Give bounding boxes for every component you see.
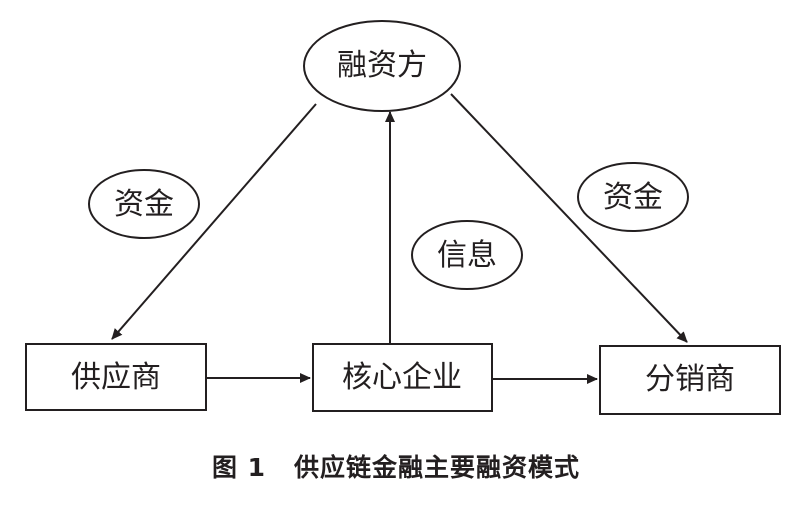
distributor-label: 分销商 [645, 362, 735, 397]
financier-label: 融资方 [337, 48, 427, 83]
core-enterprise-label: 核心企业 [342, 360, 462, 395]
supplier-node [25, 343, 207, 411]
core-enterprise-node [312, 343, 493, 412]
financier-node [303, 20, 461, 112]
figure-number: 图 1 [211, 453, 267, 482]
information-label: 信息 [437, 238, 497, 273]
information-label-oval [411, 220, 523, 290]
arrow-financier-to-supplier [111, 103, 317, 340]
funds-label-left-oval [88, 169, 200, 239]
distributor-node [599, 345, 781, 415]
supplier-label: 供应商 [71, 360, 161, 395]
funds-label-right: 资金 [603, 180, 663, 215]
funds-label-left: 资金 [114, 187, 174, 222]
figure-caption: 图 1 供应链金融主要融资模式 [0, 448, 792, 484]
arrow-financier-to-distributor [450, 93, 688, 343]
funds-label-right-oval [577, 162, 689, 232]
figure-title: 供应链金融主要融资模式 [294, 453, 581, 482]
